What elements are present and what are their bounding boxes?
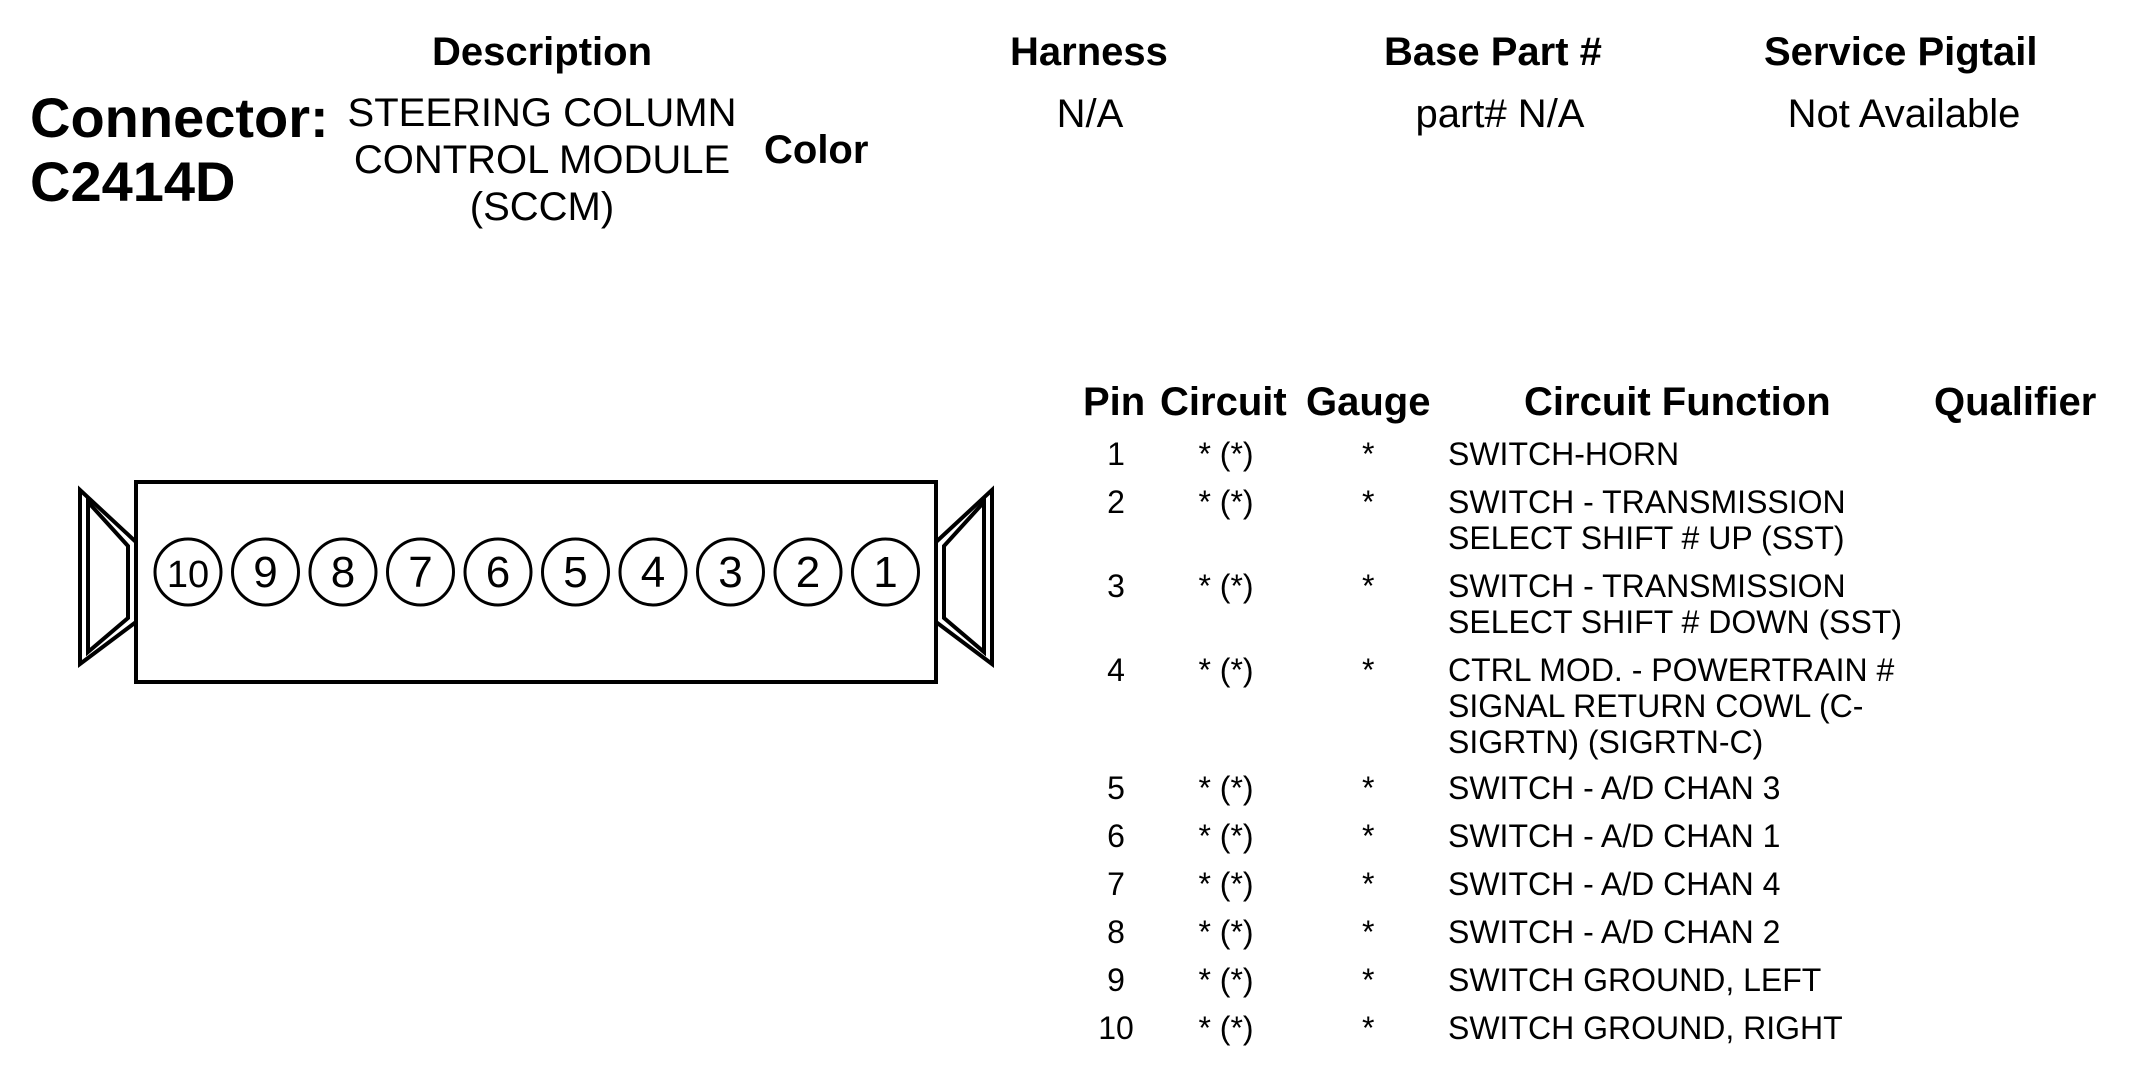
gauge-value: * (1362, 652, 1375, 688)
circuit-value: * (*) (1198, 818, 1254, 854)
circuit-function-value: CTRL MOD. - POWERTRAIN # SIGNAL RETURN C… (1448, 652, 1895, 760)
pin-cavity (153, 537, 223, 607)
pin-cavity (231, 537, 300, 607)
description-header: Description (431, 30, 653, 74)
pin-cavity (851, 537, 920, 607)
connector-face-diagram: 10 9 8 7 6 5 4 3 2 1 (78, 480, 994, 684)
circuit-value: * (*) (1198, 914, 1254, 950)
service-pigtail-value: Not Available (1787, 92, 2021, 136)
base-part-header: Base Part # (1384, 30, 1602, 74)
pin-cavity-label: 3 (718, 548, 742, 597)
base-part-value: part# N/A (1415, 92, 1585, 136)
color-header: Color (764, 128, 869, 172)
connector-title: Connector: C2414D (30, 86, 329, 214)
pin-number: 1 (1107, 436, 1125, 472)
circuit-value: * (*) (1198, 866, 1254, 902)
pin-cavity-label: 8 (331, 548, 355, 597)
pin-number: 9 (1107, 962, 1125, 998)
harness-value: N/A (1056, 92, 1124, 136)
pin-cavity-label: 2 (796, 548, 820, 597)
gauge-value: * (1362, 436, 1375, 472)
pin-cavity-label: 9 (253, 548, 277, 597)
pin-number: 6 (1107, 818, 1125, 854)
left-latch-inner (86, 496, 130, 657)
pin-cavity-label: 5 (563, 548, 587, 597)
qualifier-column-header: Qualifier (1934, 380, 2097, 424)
pin-cavity (386, 537, 455, 607)
gauge-value: * (1362, 484, 1375, 520)
pin-cavity (696, 537, 765, 607)
circuit-value: * (*) (1198, 568, 1254, 604)
connector-label: Connector: (30, 86, 329, 149)
pin-cavity-label: 4 (641, 548, 665, 597)
pin-column-header: Pin (1083, 380, 1146, 424)
circuit-function-value: SWITCH - A/D CHAN 1 (1448, 818, 1781, 854)
circuit-function-value: SWITCH - TRANSMISSION SELECT SHIFT # UP … (1448, 484, 1846, 556)
circuit-function-value: SWITCH - A/D CHAN 4 (1448, 866, 1781, 902)
circuit-function-column-header: Circuit Function (1524, 380, 1831, 424)
circuit-function-value: SWITCH GROUND, RIGHT (1448, 1010, 1843, 1046)
circuit-column-header: Circuit (1160, 380, 1287, 424)
gauge-value: * (1362, 962, 1375, 998)
circuit-value: * (*) (1198, 770, 1254, 806)
pin-number: 4 (1107, 652, 1125, 688)
gauge-column-header: Gauge (1306, 380, 1431, 424)
pin-number: 8 (1107, 914, 1125, 950)
pin-cavity (463, 537, 533, 607)
pin-cavity-label: 10 (167, 554, 209, 596)
circuit-function-value: SWITCH - TRANSMISSION SELECT SHIFT # DOW… (1448, 568, 1902, 640)
circuit-value: * (*) (1198, 484, 1254, 520)
pin-cavity-label: 6 (486, 548, 510, 597)
gauge-value: * (1362, 568, 1375, 604)
circuit-function-value: SWITCH - A/D CHAN 2 (1448, 914, 1781, 950)
harness-header: Harness (1010, 30, 1168, 74)
pin-number: 2 (1107, 484, 1125, 520)
circuit-value: * (*) (1198, 652, 1254, 688)
connector-pin-cavities: 10 9 8 7 6 5 4 3 2 1 (153, 537, 920, 607)
pin-number: 10 (1098, 1010, 1134, 1046)
pin-cavity-label: 1 (873, 548, 897, 597)
pin-cavity (541, 537, 610, 607)
connector-id: C2414D (30, 150, 236, 213)
gauge-value: * (1362, 914, 1375, 950)
gauge-value: * (1362, 770, 1375, 806)
gauge-value: * (1362, 866, 1375, 902)
pin-cavity (618, 537, 688, 607)
pin-cavity (308, 537, 378, 607)
pin-cavity (773, 537, 843, 607)
circuit-value: * (*) (1198, 962, 1254, 998)
gauge-value: * (1362, 818, 1375, 854)
service-pigtail-header: Service Pigtail (1764, 30, 2038, 74)
pin-number: 5 (1107, 770, 1125, 806)
description-value: STEERING COLUMN CONTROL MODULE (SCCM) (347, 91, 737, 229)
pin-cavity-label: 7 (408, 548, 432, 597)
circuit-function-value: SWITCH - A/D CHAN 3 (1448, 770, 1781, 806)
circuit-function-value: SWITCH-HORN (1448, 436, 1680, 472)
circuit-value: * (*) (1198, 1010, 1254, 1046)
right-latch-inner (942, 496, 986, 657)
circuit-function-value: SWITCH GROUND, LEFT (1448, 962, 1822, 998)
circuit-value: * (*) (1198, 436, 1254, 472)
pin-number: 7 (1107, 866, 1125, 902)
pin-number: 3 (1107, 568, 1125, 604)
gauge-value: * (1362, 1010, 1375, 1046)
